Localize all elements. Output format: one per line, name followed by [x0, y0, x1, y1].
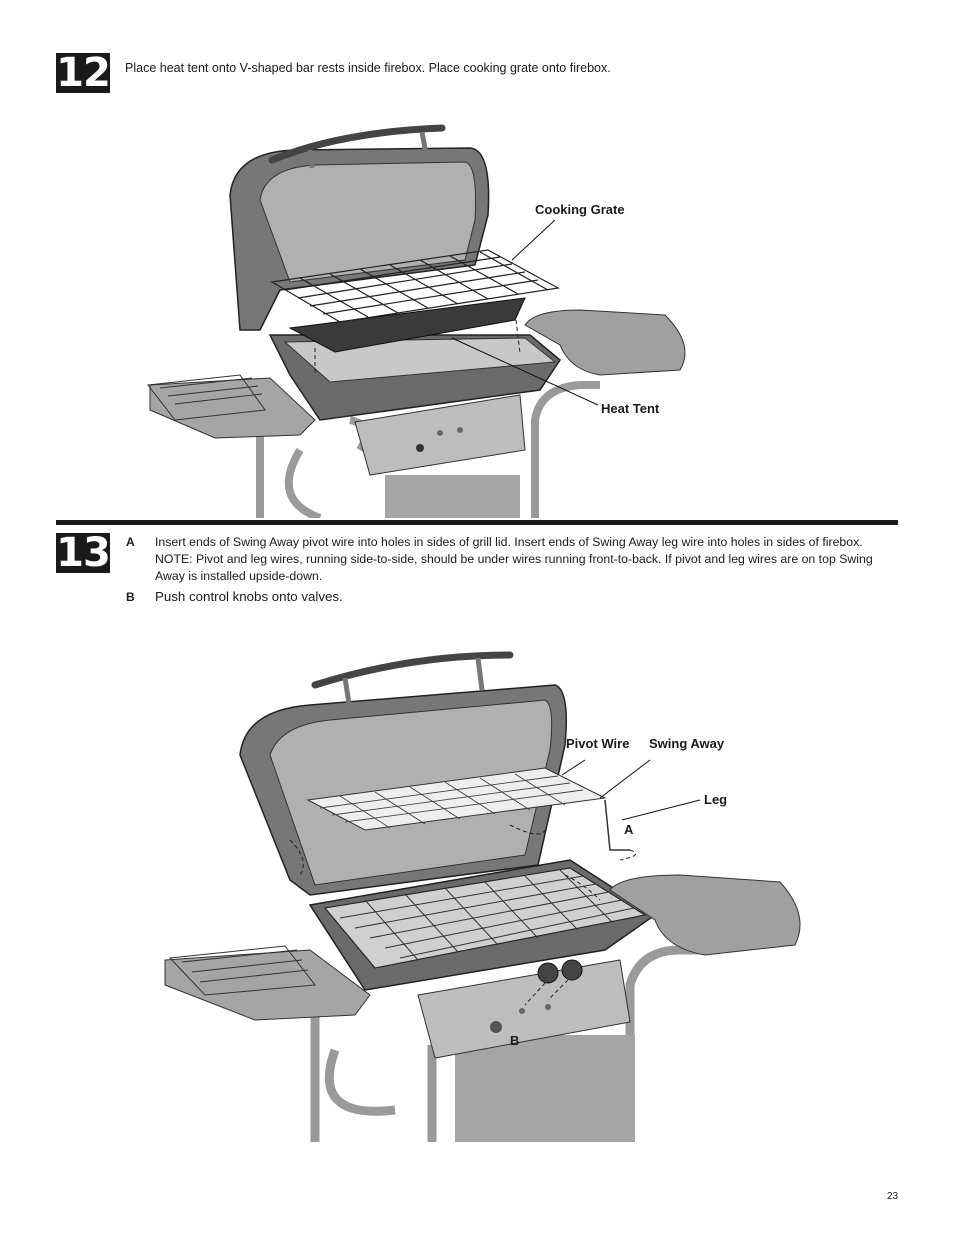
cart-frame [310, 945, 705, 1142]
cooking-grate [270, 249, 560, 323]
heat-tent [288, 297, 526, 353]
cooking-grate-leader [511, 219, 556, 261]
lid-handle [268, 124, 446, 164]
left-side-shelf [164, 949, 371, 1021]
cooking-grate-callout: Cooking Grate [535, 202, 625, 217]
step-13-b-letter: B [126, 590, 135, 604]
pivot-wire-leader [561, 759, 586, 776]
swing-away-rack [147, 374, 266, 421]
section-divider [56, 520, 898, 525]
step-12-number: 12 [56, 50, 111, 96]
swing-away-leg [604, 799, 630, 851]
pivot-wire-callout: Pivot Wire [566, 736, 630, 751]
step-13-b-text: Push control knobs onto valves. [155, 589, 343, 604]
control-knob-right [561, 959, 583, 981]
marker-b: B [510, 1033, 520, 1048]
lid-handle [311, 651, 514, 689]
left-shelf-rack [168, 945, 316, 996]
step-13-a-text: Insert ends of Swing Away pivot wire int… [155, 535, 873, 583]
right-side-shelf [609, 874, 801, 956]
marker-a: A [624, 822, 634, 837]
heat-tent-leader [451, 337, 599, 406]
step-13-a-letter: A [126, 535, 135, 549]
swing-away-callout: Swing Away [649, 736, 725, 751]
left-side-shelf [149, 377, 316, 439]
step-13-grill-illustration [164, 651, 801, 1142]
cart-body [455, 1035, 635, 1142]
step-12-instruction: Place heat tent onto V-shaped bar rests … [125, 61, 611, 75]
swing-away-leader [599, 759, 651, 799]
step-12-grill-illustration [147, 124, 686, 518]
heat-tent-callout: Heat Tent [601, 401, 660, 416]
leg-callout: Leg [704, 792, 728, 807]
cooking-grate [323, 867, 647, 969]
page-number: 23 [887, 1191, 899, 1202]
cart-body [385, 475, 520, 518]
control-knob-left [537, 962, 559, 984]
right-side-shelf [524, 309, 686, 376]
leg-leader [621, 799, 701, 821]
step-13-number: 13 [56, 530, 111, 576]
